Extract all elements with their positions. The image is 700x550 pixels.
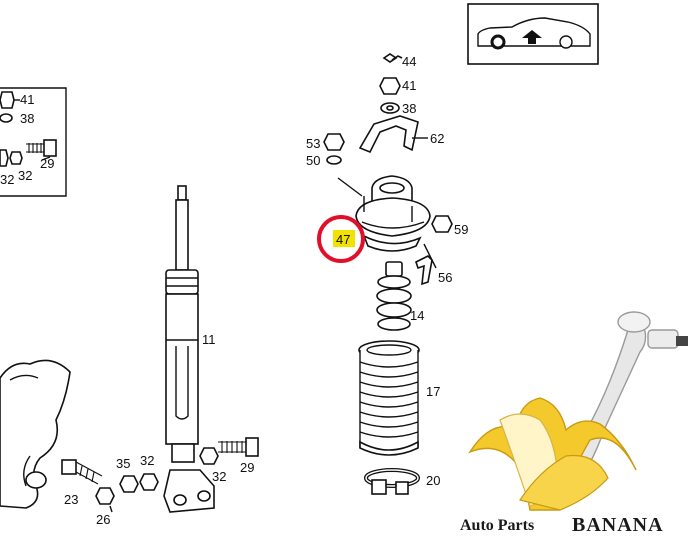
- vehicle-direction-inset: [467, 3, 599, 65]
- callout-56: 56: [438, 270, 452, 285]
- banana-control-arm-logo: Auto Parts BANANA: [460, 311, 688, 536]
- callout-23: 23: [64, 492, 78, 507]
- callout-32-left-a: 32: [0, 172, 14, 187]
- callout-32-mid-a: 32: [140, 453, 154, 468]
- hose-clamp: 20: [364, 468, 440, 495]
- callout-14: 14: [410, 308, 424, 323]
- callout-26: 26: [96, 512, 110, 527]
- top-hardware: 44 41 38 62 53 50: [306, 53, 444, 168]
- callout-32-mid-b: 32: [212, 469, 226, 484]
- shock-absorber: 11 35 32 32 29 23 26: [61, 185, 259, 527]
- highlight-circle: [317, 215, 365, 263]
- car-front-direction-icon: [477, 17, 591, 50]
- callout-38-left: 38: [20, 111, 34, 126]
- left-partial-assembly: 41 38 29 32 32: [0, 87, 67, 197]
- callout-35: 35: [116, 456, 130, 471]
- callout-41-top: 41: [402, 78, 416, 93]
- brand-text-banana: BANANA: [572, 514, 664, 536]
- dust-boot: 17: [358, 340, 440, 456]
- callout-44: 44: [402, 54, 416, 69]
- callout-29-left: 29: [40, 156, 54, 171]
- callout-29-mid: 29: [240, 460, 254, 475]
- callout-53: 53: [306, 136, 320, 151]
- strut-mount: 59 56: [337, 175, 468, 286]
- callout-50: 50: [306, 153, 320, 168]
- callout-47: 47: [336, 232, 350, 247]
- callout-41-left: 41: [20, 92, 34, 107]
- callout-59: 59: [454, 222, 468, 237]
- brand-text-auto-parts: Auto Parts: [460, 517, 534, 534]
- highlighted-callout-47: 47: [317, 215, 365, 263]
- callout-62: 62: [430, 131, 444, 146]
- callout-38-top: 38: [402, 101, 416, 116]
- bump-stop: 14: [376, 261, 424, 331]
- callout-11: 11: [202, 332, 216, 347]
- callout-20: 20: [426, 473, 440, 488]
- callout-17: 17: [426, 384, 440, 399]
- callout-32-left-b: 32: [18, 168, 32, 183]
- steering-knuckle-partial: [0, 359, 71, 509]
